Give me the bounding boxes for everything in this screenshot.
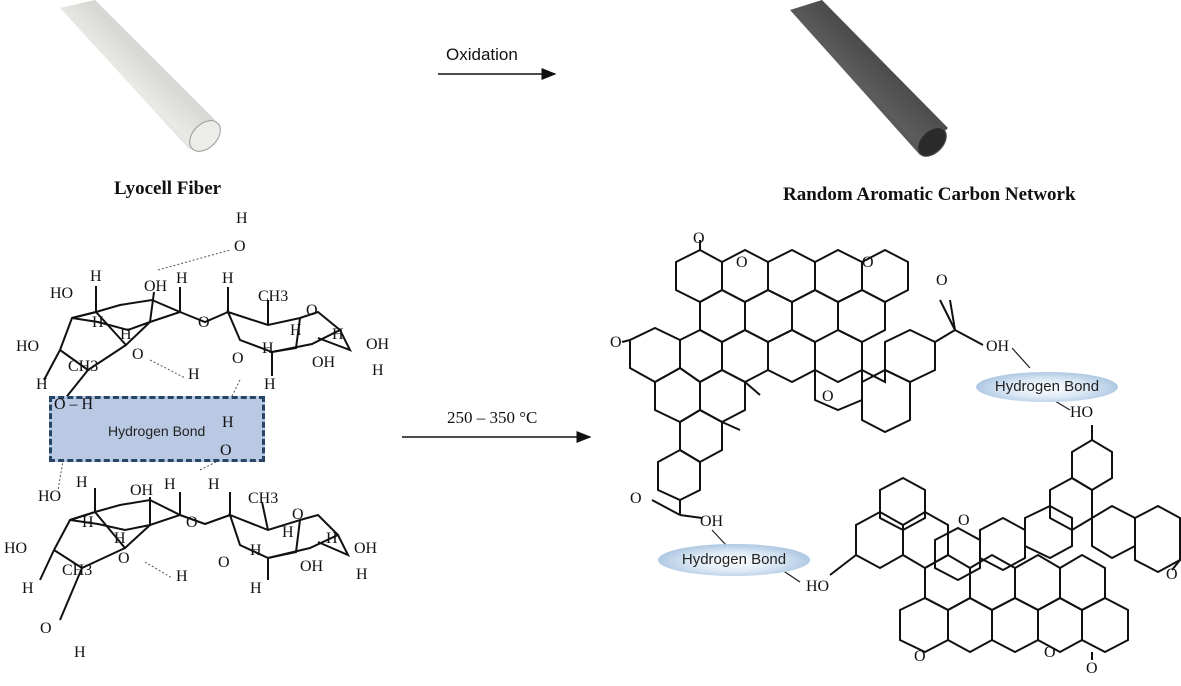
atom-ho: HO [4,540,28,557]
atom-h: H [164,476,176,493]
atom-o: O [1166,566,1178,583]
atom-h: H [222,414,234,431]
atom-o: O [198,314,210,331]
lyocell-fiber-image [60,0,221,152]
atom-o: O [186,514,198,531]
atom-oh: OH [366,336,390,353]
atom-o: O [693,230,705,247]
atom-h: H [120,326,132,343]
atom-h: H [76,474,88,491]
carbon-network-lower [829,425,1181,660]
atom-o: O [220,442,232,459]
atom-h: H [222,270,234,287]
atom-oh: OH [300,558,324,575]
atom-oh: OH [130,482,154,499]
atom-h: H [250,580,262,597]
atom-oh: OH [144,278,168,295]
atom-h: H [176,568,188,585]
atom-o-h: O – H [54,396,94,413]
oxidation-label: Oxidation [446,45,518,64]
atom-ho: HO [16,338,40,355]
atom-o: O [118,550,130,567]
cellulose-upper-chain [43,286,353,401]
atom-ch3: CH3 [62,562,93,579]
atom-oh: OH [986,338,1010,355]
atom-h: H [372,362,384,379]
atom-h: H [188,366,200,383]
atom-h: H [82,514,94,531]
atom-o: O [306,302,318,319]
atom-o: O [736,254,748,271]
cellulose-hbond-lines [57,249,241,579]
hydrogen-bond-pill-upper: Hydrogen Bond [976,372,1118,402]
atom-ho: HO [38,488,62,505]
atom-o: O [914,648,926,665]
atom-h: H [290,322,302,339]
atom-ch3: CH3 [68,358,99,375]
atom-ho: HO [806,578,830,595]
atom-o: O [232,350,244,367]
atom-o: O [958,512,970,529]
atom-h: H [92,314,104,331]
atom-h: H [22,580,34,597]
atom-h: H [282,524,294,541]
hydrogen-bond-pill-lower-label: Hydrogen Bond [681,551,787,568]
atom-o: O [936,272,948,289]
hydrogen-bond-pill-lower: Hydrogen Bond [658,544,810,576]
lyocell-fiber-title: Lyocell Fiber [114,178,222,199]
atom-o: O [292,506,304,523]
carbon-fiber-image [790,0,948,157]
atom-ho: HO [50,285,74,302]
carbon-network-title: Random Aromatic Carbon Network [783,184,1076,205]
atom-h: H [236,210,248,227]
atom-o: O [610,334,622,351]
atom-h: H [264,376,276,393]
atom-o: O [132,346,144,363]
hydrogen-bond-pill-upper-label: Hydrogen Bond [994,378,1100,395]
atom-h: H [90,268,102,285]
atom-h: H [356,566,368,583]
atom-h: H [36,376,48,393]
atom-h: H [250,542,262,559]
atom-oh: OH [700,513,724,530]
hydrogen-bond-box-label: Hydrogen Bond [108,423,206,439]
atom-o: O [234,238,246,255]
atom-h: H [262,340,274,357]
atom-o: O [1044,644,1056,661]
hydrogen-bond-box: Hydrogen Bond [49,396,265,462]
atom-ch3: CH3 [248,490,279,507]
atom-o: O [822,388,834,405]
atom-oh: OH [354,540,378,557]
atom-h: H [332,326,344,343]
atom-h: H [74,644,86,661]
atom-oh: OH [312,354,336,371]
carbon-network-upper [621,240,956,515]
atom-h: H [176,270,188,287]
carboxyl-groups [651,299,984,519]
atom-h: H [326,530,338,547]
atom-ch3: CH3 [258,288,289,305]
cellulose-lower-chain [39,488,351,621]
temperature-label: 250 – 350 °C [447,408,538,427]
atom-o: O [630,490,642,507]
atom-o: O [40,620,52,637]
atom-o: O [218,554,230,571]
atom-ho: HO [1070,404,1094,421]
atom-o: O [862,254,874,271]
atom-h: H [114,530,126,547]
atom-o: O [1086,660,1098,677]
atom-h: H [208,476,220,493]
